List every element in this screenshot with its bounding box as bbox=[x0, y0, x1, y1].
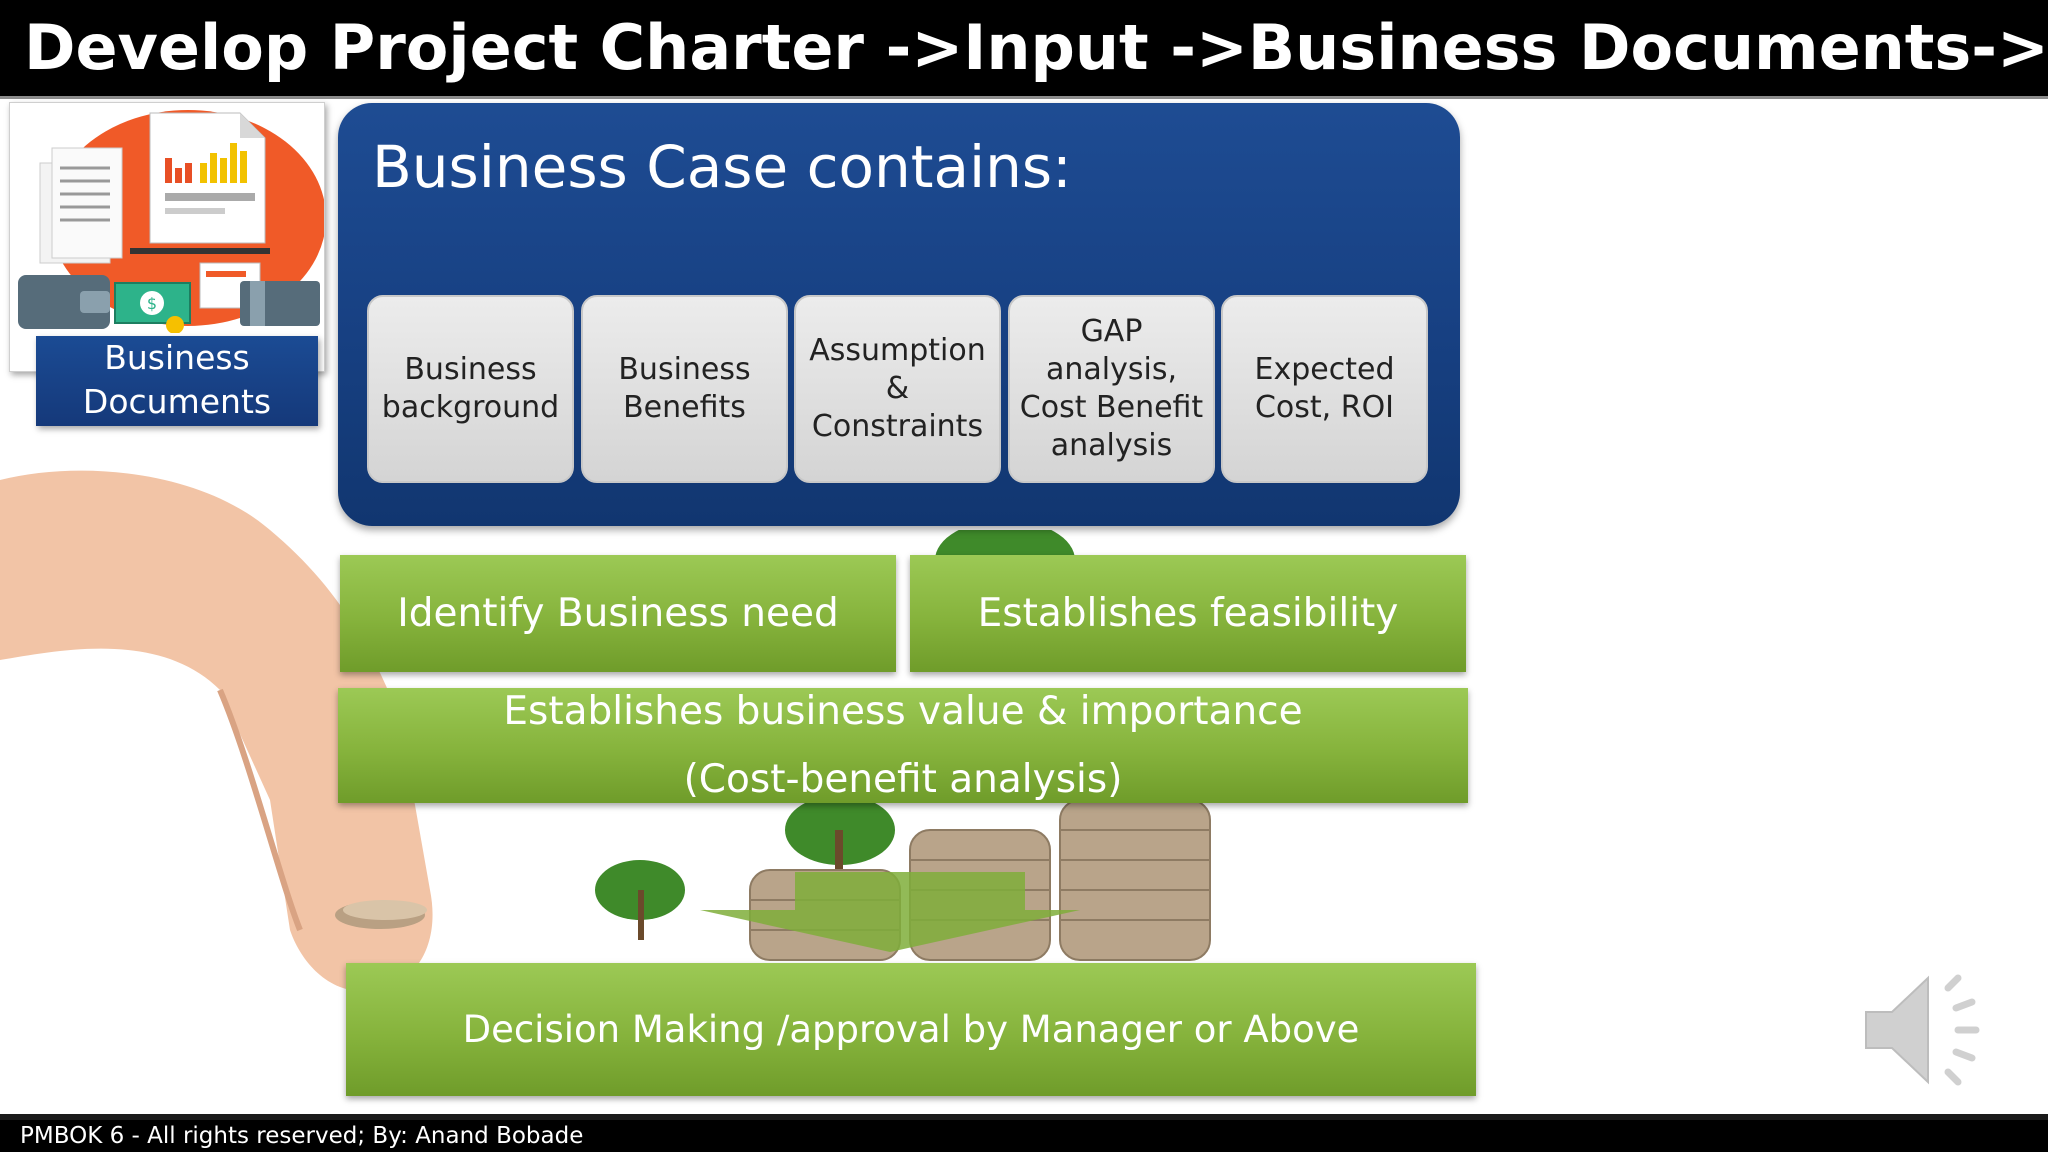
business-documents-label: Business Documents bbox=[36, 336, 318, 426]
item-text: analysis, bbox=[1045, 352, 1177, 387]
label-line-1: Business bbox=[104, 338, 250, 377]
footer-divider bbox=[0, 1114, 2048, 1120]
label-line-2: Documents bbox=[82, 382, 272, 421]
item-gap-cost-benefit: GAP analysis, Cost Benefit analysis bbox=[1008, 295, 1215, 483]
business-case-panel: Business Case contains: Business backgro… bbox=[338, 103, 1460, 526]
business-documents-illustration: $ bbox=[18, 110, 324, 333]
item-text: analysis bbox=[1050, 428, 1173, 463]
item-text: Business bbox=[404, 352, 537, 387]
business-documents-thumbnail: $ bbox=[9, 102, 325, 372]
business-value-box: Establishes business value & importance … bbox=[338, 688, 1468, 803]
business-case-title: Business Case contains: bbox=[372, 133, 1072, 201]
item-expected-cost-roi: Expected Cost, ROI bbox=[1221, 295, 1428, 483]
item-text: Business bbox=[618, 352, 751, 387]
speaker-icon[interactable] bbox=[1862, 970, 1992, 1090]
item-text: Constraints bbox=[811, 409, 984, 444]
item-text: background bbox=[381, 390, 560, 425]
hand-placing-coin-illustration bbox=[0, 470, 433, 992]
item-text: Cost Benefit bbox=[1019, 390, 1204, 425]
business-value-line-1: Establishes business value & importance bbox=[503, 688, 1303, 734]
identify-business-need-box: Identify Business need bbox=[340, 555, 896, 672]
item-assumption-constraints: Assumption & Constraints bbox=[794, 295, 1001, 483]
item-business-benefits: Business Benefits bbox=[581, 295, 788, 483]
establishes-feasibility-box: Establishes feasibility bbox=[910, 555, 1466, 672]
item-text: Expected bbox=[1254, 352, 1395, 387]
item-text: Benefits bbox=[623, 390, 746, 425]
title-divider bbox=[0, 96, 2048, 99]
item-text: Assumption bbox=[809, 333, 986, 368]
item-business-background: Business background bbox=[367, 295, 574, 483]
footer-copyright: PMBOK 6 - All rights reserved; By: Anand… bbox=[0, 1120, 2048, 1152]
item-text: Cost, ROI bbox=[1254, 390, 1395, 425]
business-value-line-2: (Cost-benefit analysis) bbox=[683, 756, 1123, 802]
slide-title: Develop Project Charter ->Input ->Busine… bbox=[0, 0, 2048, 96]
item-text: & bbox=[885, 371, 910, 406]
item-text: GAP bbox=[1080, 314, 1143, 349]
down-arrow-icon bbox=[700, 872, 1080, 952]
svg-text:$: $ bbox=[147, 294, 157, 313]
decision-making-box: Decision Making /approval by Manager or … bbox=[346, 963, 1476, 1096]
